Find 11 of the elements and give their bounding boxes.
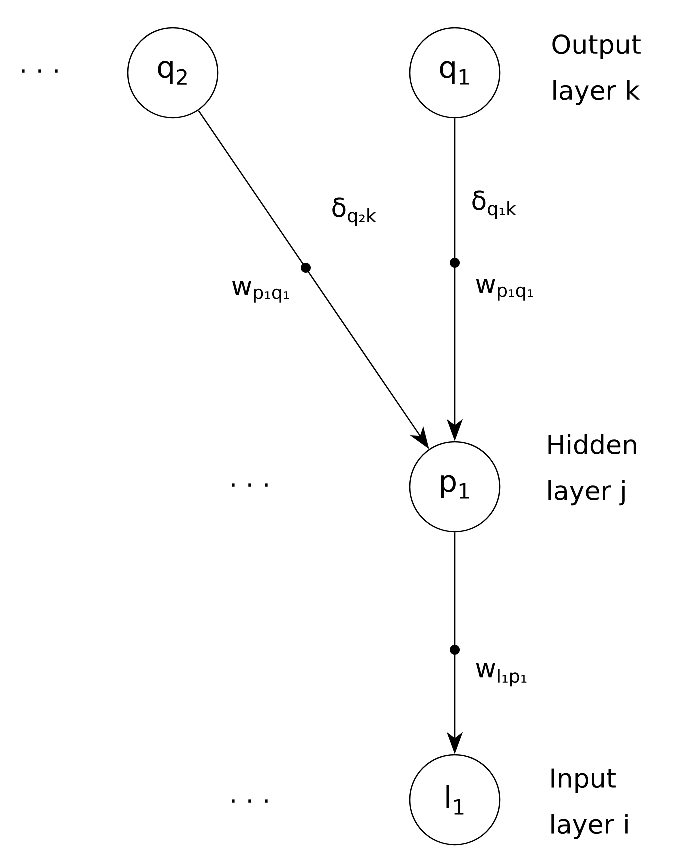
layer-label: Input layer i	[552, 768, 628, 840]
ellipsis: · · ·	[232, 800, 268, 803]
weight-label: w$_{p₁q₁}$	[476, 279, 534, 301]
delta-label: δ$_{q₁k}$	[472, 190, 516, 220]
ellipsis: · · ·	[22, 70, 58, 73]
layer-label: Hidden layer j	[548, 434, 636, 506]
weight-label: w$_{l₁p₁}$	[476, 663, 527, 687]
ellipsis: · · ·	[232, 484, 268, 487]
delta-label: δ$_{q₂k}$	[332, 198, 376, 226]
weight-label: w$_{p₁q₁}$	[232, 281, 290, 303]
layer-label: Output layer k	[552, 34, 641, 106]
